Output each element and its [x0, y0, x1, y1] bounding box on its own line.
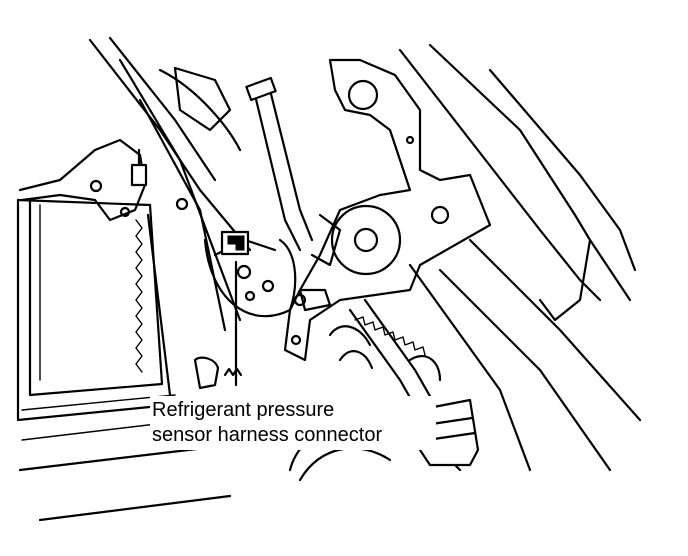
radiator-fins	[135, 219, 143, 373]
mounting-bracket-left	[18, 138, 148, 222]
engine-mount-bracket	[283, 58, 492, 362]
hose-bundle	[88, 36, 252, 332]
callout-line-2: sensor harness connector	[152, 424, 383, 446]
vertical-hose	[245, 76, 314, 252]
pressure-sensor	[175, 197, 297, 318]
callout-line-1: Refrigerant pressure	[152, 399, 335, 421]
fender-panel	[398, 43, 642, 472]
callout-label: Refrigerant pressure sensor harness conn…	[150, 396, 436, 450]
radiator-panel	[16, 198, 232, 522]
hose-clamp-lower	[193, 356, 243, 390]
